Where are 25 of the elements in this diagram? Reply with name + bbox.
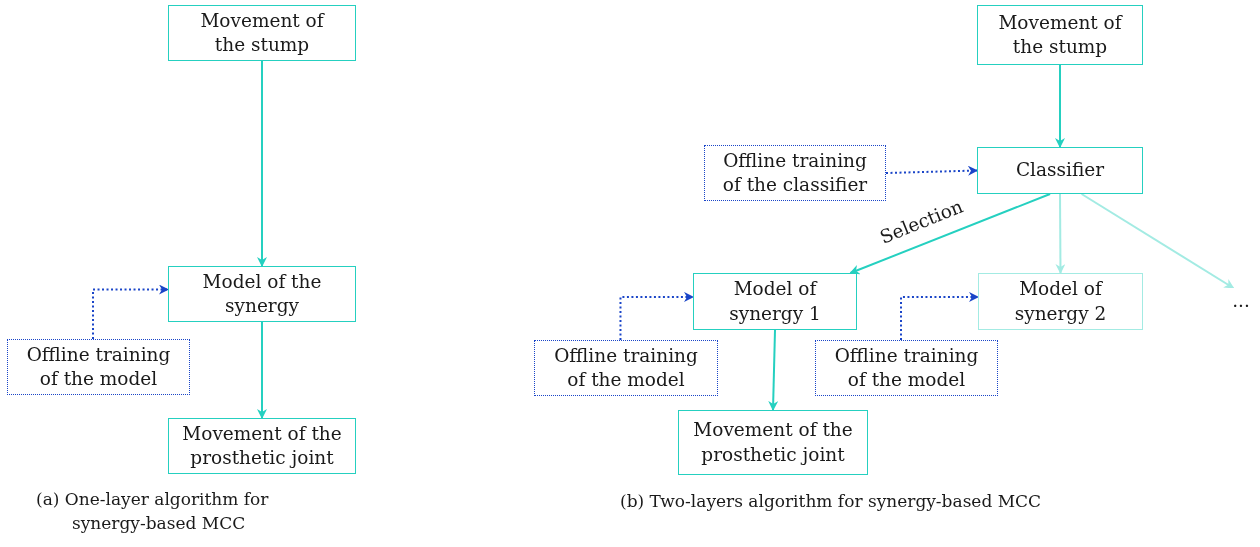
arrow [900,291,979,341]
arrow [619,291,694,341]
process-box: Offline training of the model [7,339,190,395]
arrow [1055,193,1066,274]
arrow [885,165,978,176]
process-box: Movement of the prosthetic joint [678,410,868,475]
arrow [1055,64,1065,148]
process-box: Movement of the stump [977,5,1143,65]
process-box: Movement of the stump [168,5,356,61]
figure-caption: (b) Two-layers algorithm for synergy-based MCC [620,490,1043,513]
arrow [768,329,779,411]
process-box: Movement of the prosthetic joint [168,418,356,474]
process-box: Model of the synergy [168,266,356,322]
figure-caption: (a) One-layer algorithm for synergy-based MCC [36,488,270,535]
arrow [257,321,267,419]
arrow [849,193,1052,275]
arrow [92,284,169,340]
process-box: Model of synergy 1 [693,273,857,330]
process-box: Classifier [977,147,1143,194]
process-box: Offline training of the classifier [704,145,886,201]
process-box: Offline training of the model [815,340,998,396]
process-box: Offline training of the model [534,340,718,396]
arrow [257,60,267,267]
arrow [1080,193,1235,289]
process-box: Model of synergy 2 [978,273,1143,330]
